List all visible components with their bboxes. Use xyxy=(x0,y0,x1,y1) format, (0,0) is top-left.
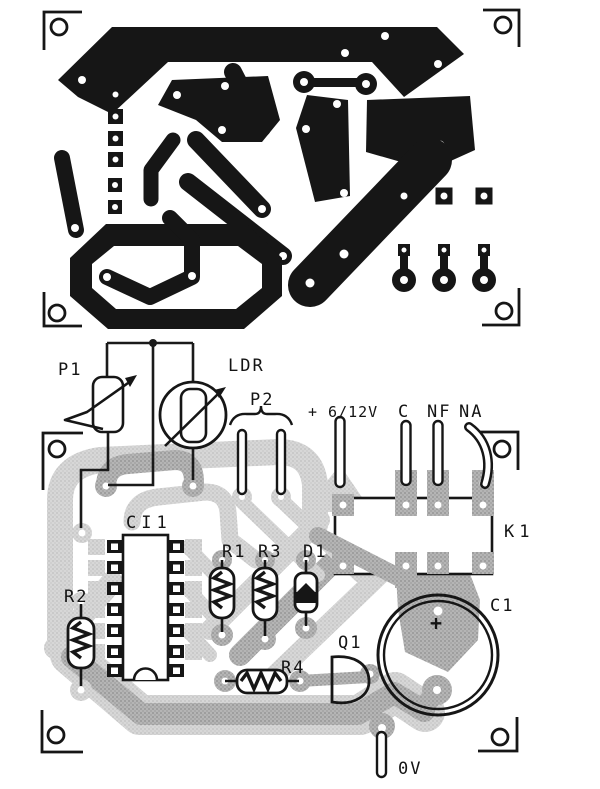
arrow-head-icon xyxy=(125,375,137,387)
corner-mark-icon xyxy=(42,292,82,328)
labels: P1 LDR P2 + 6/12V C NF NA K1 CI1 R2 R1 R… xyxy=(58,356,534,779)
copper-side-artwork xyxy=(42,8,521,329)
hookup-wires xyxy=(79,339,195,528)
brace-icon xyxy=(228,405,294,426)
diode-band-icon xyxy=(297,583,315,592)
resistor-r2 xyxy=(66,604,96,686)
label-r2: R2 xyxy=(64,587,88,607)
label-contact-c: C xyxy=(398,402,410,422)
resistor-zigzag-icon xyxy=(252,570,278,610)
label-p1: P1 xyxy=(58,360,82,380)
label-p2: P2 xyxy=(250,390,274,410)
label-0v: 0V xyxy=(398,759,422,779)
corner-marks-top-board xyxy=(42,8,521,328)
label-contact-na: NA xyxy=(459,402,483,422)
resistor-zigzag-icon xyxy=(239,668,283,694)
label-ci1: CI1 xyxy=(126,513,172,533)
corner-marks-bottom-board xyxy=(40,430,520,754)
resistor-zigzag-icon xyxy=(68,620,94,660)
transistor-q1 xyxy=(330,655,371,705)
resistor-r3 xyxy=(251,560,279,636)
corner-mark-icon xyxy=(42,10,82,50)
label-ldr: LDR xyxy=(228,356,265,376)
label-c1: C1 xyxy=(490,596,514,616)
ic-pins xyxy=(107,540,184,677)
resistor-r4 xyxy=(225,668,299,695)
label-q1: Q1 xyxy=(338,633,362,653)
label-d1: D1 xyxy=(303,542,327,562)
board-pins xyxy=(334,415,493,779)
jumper-trace xyxy=(293,71,377,95)
ic-notch-icon xyxy=(132,667,159,681)
corner-mark-icon xyxy=(478,717,519,753)
corner-mark-icon xyxy=(480,430,520,470)
relay-k1 xyxy=(309,470,494,588)
c1-polarity-mark: + xyxy=(430,611,442,635)
resistor-r1 xyxy=(208,560,236,632)
ic-ci1 xyxy=(107,533,184,682)
label-r3: R3 xyxy=(258,542,282,562)
label-contact-nf: NF xyxy=(427,402,451,422)
p2-terminals xyxy=(228,405,294,496)
label-k1: K1 xyxy=(504,522,534,542)
pad-column xyxy=(108,87,123,214)
label-r1: R1 xyxy=(222,542,246,562)
capacitor-c1 xyxy=(376,593,500,717)
potentiometer-p1 xyxy=(63,375,137,434)
corner-mark-icon xyxy=(41,431,83,490)
corner-mark-icon xyxy=(483,8,521,47)
resistor-zigzag-icon xyxy=(209,570,235,610)
corner-mark-icon xyxy=(40,710,83,754)
diode-d1 xyxy=(293,560,319,626)
terminal-pads xyxy=(392,187,496,292)
arrow-head-icon xyxy=(214,387,226,398)
key-shaped-pads xyxy=(392,244,496,292)
corner-mark-icon xyxy=(482,288,521,327)
ldr-sensor xyxy=(158,380,228,450)
label-supply: + 6/12V xyxy=(308,403,378,421)
label-r4: R4 xyxy=(281,658,305,678)
